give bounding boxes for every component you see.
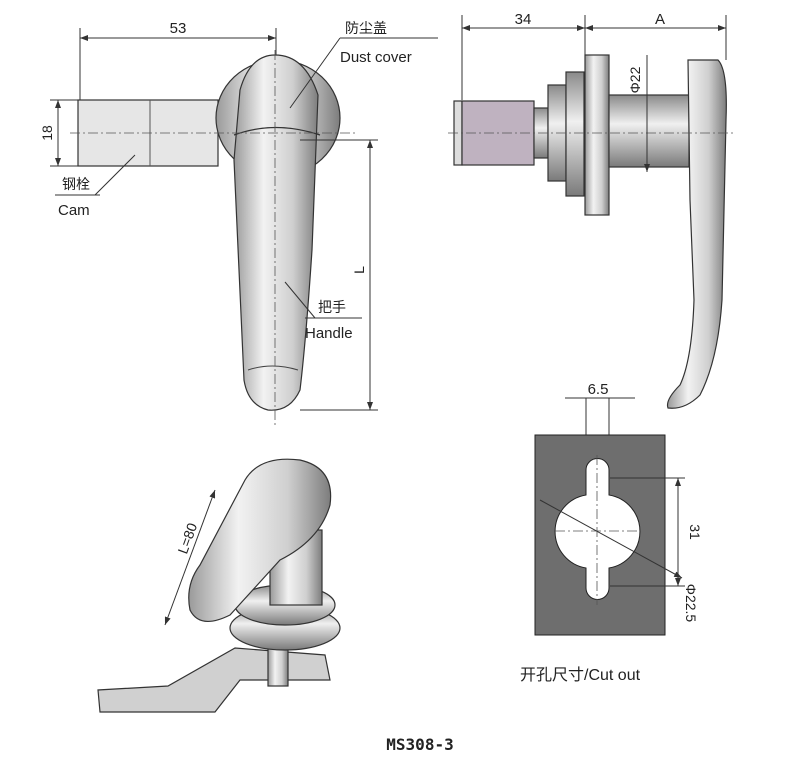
flange: [584, 54, 610, 216]
dim-53: 53: [170, 20, 187, 37]
dim-L: L: [351, 266, 367, 274]
dust-cover-label-en: Dust cover: [340, 49, 412, 66]
isometric-view: L=80: [97, 458, 341, 713]
dim-31: 31: [687, 524, 703, 540]
cutout-view: 6.5 31 Φ22.5 开孔尺寸/Cut out: [520, 381, 703, 684]
front-view: 53 18 L 防尘盖 Dust cover 钢栓 Cam 把手 Handle: [39, 20, 438, 425]
model-number: MS308-3: [386, 735, 453, 754]
cam-label-en: Cam: [58, 202, 90, 219]
cutout-caption: 开孔尺寸/Cut out: [520, 666, 641, 684]
handle-label-cn: 把手: [318, 299, 346, 315]
cutout-hole: [554, 458, 641, 600]
cam-label-cn: 钢栓: [62, 176, 90, 192]
dim-18: 18: [39, 125, 55, 141]
shaft: [608, 94, 690, 168]
handle-label-en: Handle: [305, 325, 353, 342]
dim-A: A: [655, 11, 665, 28]
dim-diameter-22: Φ22: [627, 66, 643, 93]
handle-side: [666, 59, 727, 409]
dim-6-5: 6.5: [588, 381, 609, 398]
cam-iso: [97, 647, 331, 713]
dim-L80: L=80: [174, 521, 200, 556]
dim-34: 34: [515, 11, 532, 28]
dust-cover-label-cn: 防尘盖: [345, 20, 387, 36]
dim-diameter-22-5: Φ22.5: [683, 584, 699, 623]
side-view: 34 A Φ22: [448, 11, 735, 409]
handle: [233, 54, 319, 411]
